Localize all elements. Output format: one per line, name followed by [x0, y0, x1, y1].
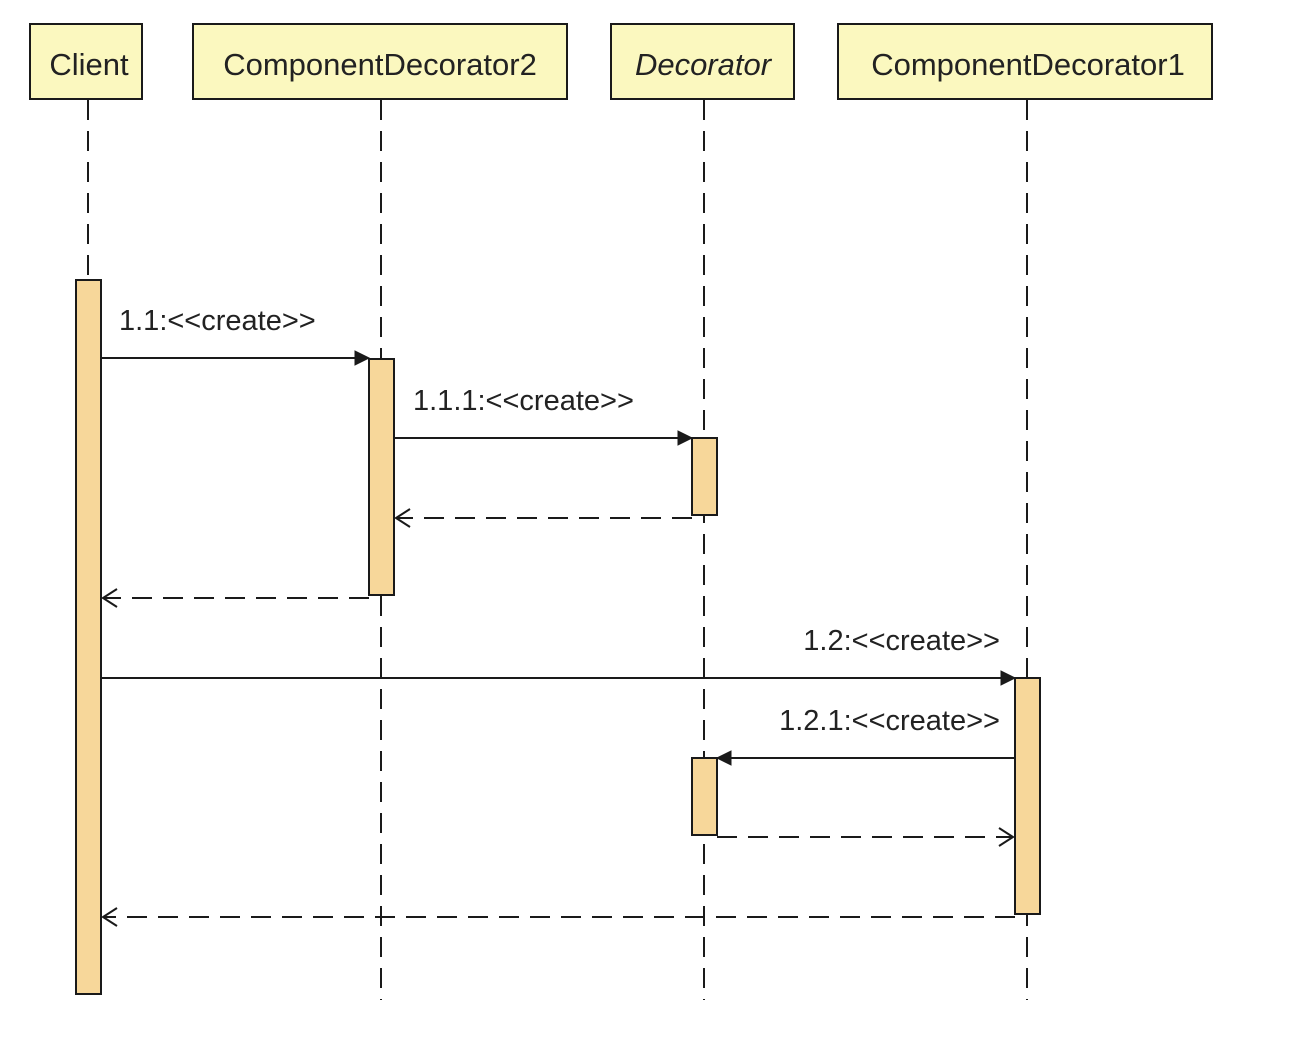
activation-client	[75, 279, 102, 995]
message-1-1-label: 1.1:<<create>>	[119, 305, 316, 337]
message-1-2-label: 1.2:<<create>>	[803, 625, 1000, 657]
message-1-2-1: 1.2.1:<<create>>	[715, 705, 1015, 766]
message-1-1-1: 1.1.1:<<create>>	[394, 385, 694, 446]
return-decorator-to-cd1	[717, 827, 1015, 847]
arrowhead-open-icon	[998, 827, 1015, 847]
arrowhead-filled-icon	[354, 350, 371, 366]
activation-decorator-second	[691, 757, 718, 836]
lifeline-component-decorator1[interactable]: ComponentDecorator1	[837, 23, 1213, 100]
lifeline-decorator[interactable]: Decorator	[610, 23, 795, 100]
lifeline-component-decorator1-label: ComponentDecorator1	[871, 47, 1185, 82]
message-1-2: 1.2:<<create>>	[101, 625, 1017, 686]
lifeline-component-decorator2[interactable]: ComponentDecorator2	[192, 23, 568, 100]
message-1-2-1-label: 1.2.1:<<create>>	[779, 705, 1000, 737]
activation-component-decorator2	[368, 358, 395, 596]
lifeline-client[interactable]: Client	[29, 23, 143, 100]
lifeline-decorator-label: Decorator	[635, 47, 773, 82]
lifeline-component-decorator2-label: ComponentDecorator2	[223, 47, 537, 82]
return-decorator-to-cd2	[394, 508, 692, 528]
arrowhead-open-icon	[394, 508, 411, 528]
return-cd2-to-client	[101, 588, 369, 608]
activation-decorator-first	[691, 437, 718, 516]
arrowhead-filled-icon	[1000, 670, 1017, 686]
lifeline-client-label: Client	[49, 47, 129, 82]
arrowhead-open-icon	[101, 907, 118, 927]
arrowhead-open-icon	[101, 588, 118, 608]
arrowhead-filled-icon	[677, 430, 694, 446]
message-1-1: 1.1:<<create>>	[101, 305, 371, 366]
message-1-1-1-label: 1.1.1:<<create>>	[413, 385, 634, 417]
activation-component-decorator1	[1014, 677, 1041, 915]
arrowhead-filled-icon	[715, 750, 732, 766]
return-cd1-to-client	[101, 907, 1015, 927]
